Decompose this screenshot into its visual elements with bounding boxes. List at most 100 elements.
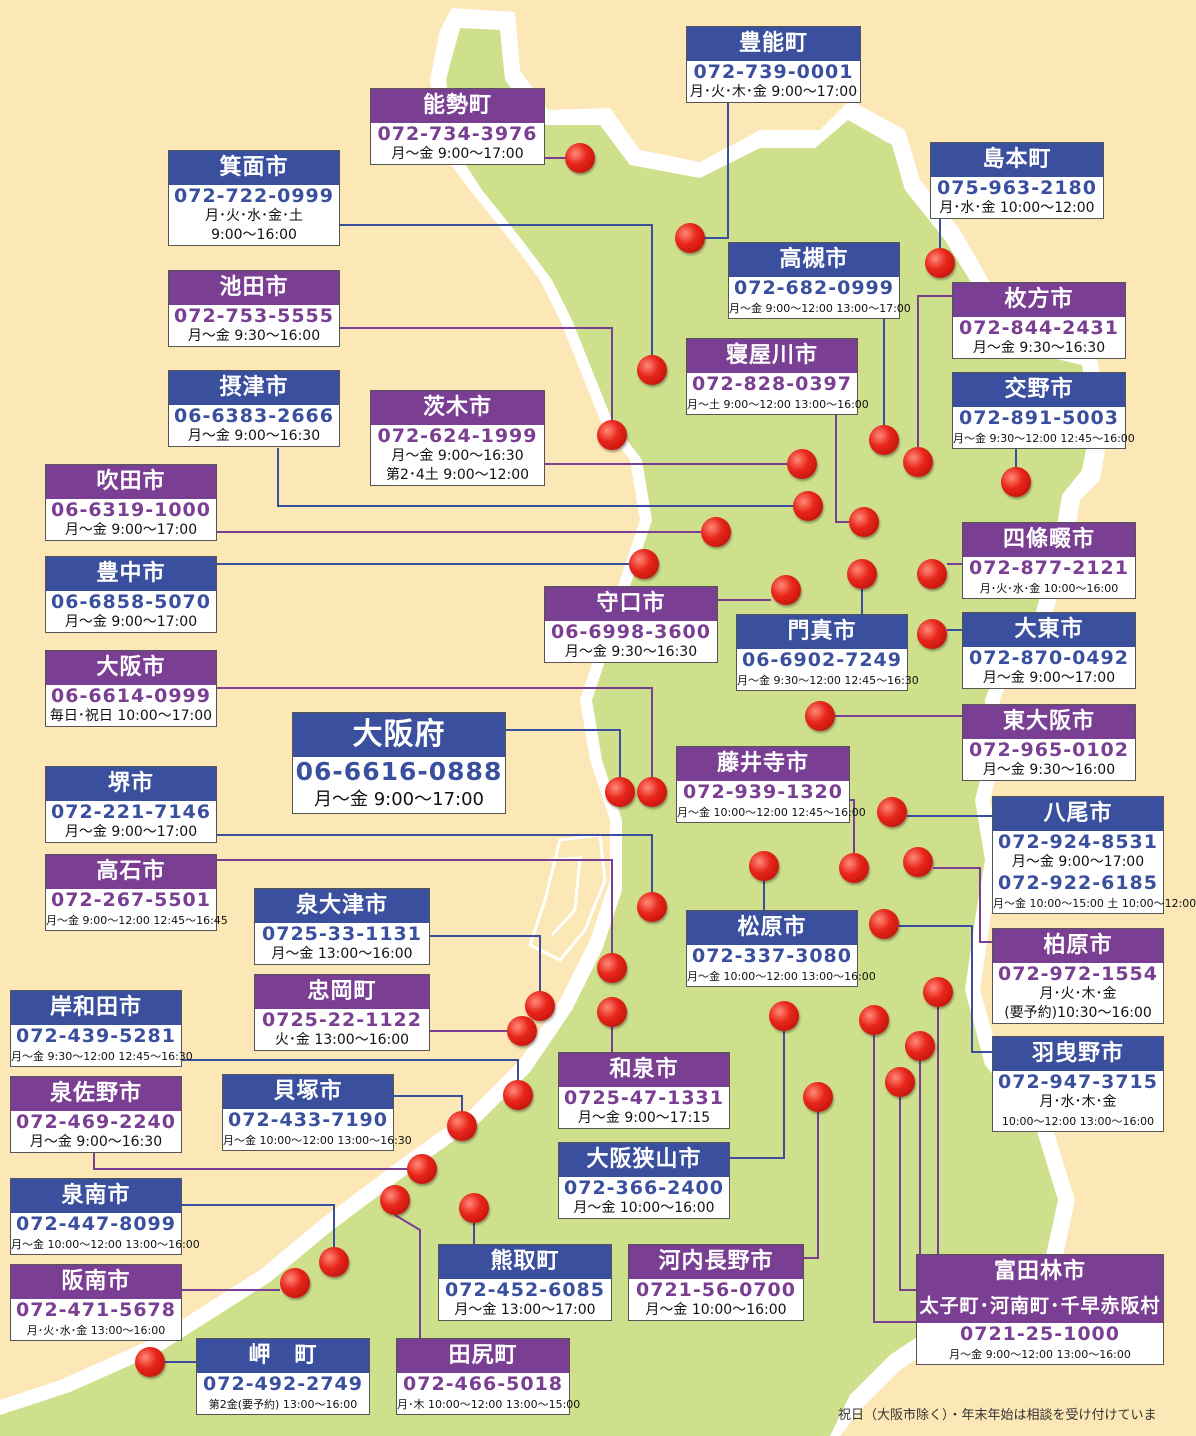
office-phone[interactable]: 0721-56-0700 bbox=[636, 1279, 796, 1301]
office-marker[interactable] bbox=[917, 559, 947, 589]
office-marker[interactable] bbox=[859, 1005, 889, 1035]
office-marker[interactable] bbox=[503, 1080, 533, 1110]
office-phone-2[interactable]: 072-922-6185 bbox=[998, 872, 1158, 894]
office-marker[interactable] bbox=[629, 549, 659, 579]
office-marker[interactable] bbox=[280, 1268, 310, 1298]
office-marker[interactable] bbox=[787, 449, 817, 479]
office-marker[interactable] bbox=[597, 420, 627, 450]
office-phone[interactable]: 072-877-2121 bbox=[969, 557, 1129, 579]
office-phone[interactable]: 072-924-8531 bbox=[998, 831, 1158, 853]
office-marker[interactable] bbox=[701, 517, 731, 547]
office-phone[interactable]: 06-6902-7249 bbox=[742, 649, 902, 671]
office-marker[interactable] bbox=[749, 851, 779, 881]
office-marker[interactable] bbox=[869, 425, 899, 455]
office-marker[interactable] bbox=[849, 507, 879, 537]
office-phone[interactable]: 06-6319-1000 bbox=[51, 499, 211, 521]
office-marker[interactable] bbox=[135, 1347, 165, 1377]
office-phone[interactable]: 072-466-5018 bbox=[403, 1373, 563, 1395]
office-phone[interactable]: 072-452-6085 bbox=[445, 1279, 605, 1301]
office-phone[interactable]: 072-682-0999 bbox=[734, 277, 894, 299]
office-marker[interactable] bbox=[525, 991, 555, 1021]
office-phone[interactable]: 0725-22-1122 bbox=[262, 1009, 422, 1031]
office-phone[interactable]: 072-734-3976 bbox=[377, 123, 538, 145]
office-marker[interactable] bbox=[885, 1067, 915, 1097]
office-phone[interactable]: 072-469-2240 bbox=[16, 1111, 176, 1133]
office-marker[interactable] bbox=[923, 977, 953, 1007]
office-phone[interactable]: 072-891-5003 bbox=[959, 407, 1119, 429]
office-phone[interactable]: 06-6998-3600 bbox=[551, 621, 711, 643]
office-phone[interactable]: 072-870-0492 bbox=[969, 647, 1129, 669]
office-marker[interactable] bbox=[869, 909, 899, 939]
office-phone[interactable]: 072-221-7146 bbox=[51, 801, 211, 823]
office-phone[interactable]: 0725-33-1131 bbox=[262, 923, 422, 945]
office-marker[interactable] bbox=[905, 1031, 935, 1061]
office-marker[interactable] bbox=[637, 777, 667, 807]
office-phone[interactable]: 072-965-0102 bbox=[969, 739, 1129, 761]
office-phone[interactable]: 072-624-1999 bbox=[377, 425, 538, 447]
office-marker[interactable] bbox=[507, 1016, 537, 1046]
office-phone[interactable]: 072-471-5678 bbox=[16, 1299, 176, 1321]
office-phone[interactable]: 072-433-7190 bbox=[228, 1109, 388, 1131]
office-phone[interactable]: 0721-25-1000 bbox=[960, 1323, 1120, 1345]
office-phone[interactable]: 072-267-5501 bbox=[51, 889, 211, 911]
office-marker[interactable] bbox=[839, 853, 869, 883]
office-marker[interactable] bbox=[675, 223, 705, 253]
office-marker[interactable] bbox=[903, 847, 933, 877]
office-phone[interactable]: 072-828-0397 bbox=[692, 373, 852, 395]
office-marker[interactable] bbox=[637, 892, 667, 922]
office-marker[interactable] bbox=[803, 1082, 833, 1112]
office-marker[interactable] bbox=[565, 143, 595, 173]
office-phone[interactable]: 072-447-8099 bbox=[16, 1213, 176, 1235]
office-phone[interactable]: 072-722-0999 bbox=[174, 185, 334, 207]
office-marker[interactable] bbox=[847, 559, 877, 589]
office-marker[interactable] bbox=[380, 1185, 410, 1215]
office-marker[interactable] bbox=[805, 701, 835, 731]
office-phone[interactable]: 0725-47-1331 bbox=[564, 1087, 724, 1109]
office-marker[interactable] bbox=[793, 491, 823, 521]
office-phone[interactable]: 075-963-2180 bbox=[937, 177, 1097, 199]
office-marker[interactable] bbox=[925, 248, 955, 278]
office-phone[interactable]: 072-753-5555 bbox=[174, 305, 334, 327]
office-phone[interactable]: 06-6383-2666 bbox=[174, 405, 334, 427]
office-phone[interactable]: 072-337-3080 bbox=[692, 945, 852, 967]
office-marker[interactable] bbox=[605, 777, 635, 807]
office-marker[interactable] bbox=[1001, 467, 1031, 497]
office-phone[interactable]: 072-972-1554 bbox=[998, 963, 1158, 985]
office-marker[interactable] bbox=[407, 1154, 437, 1184]
office-phone[interactable]: 06-6614-0999 bbox=[51, 685, 211, 707]
office-phone[interactable]: 072-739-0001 bbox=[693, 61, 854, 83]
office-marker[interactable] bbox=[877, 797, 907, 827]
office-phone[interactable]: 072-939-1320 bbox=[683, 781, 843, 803]
